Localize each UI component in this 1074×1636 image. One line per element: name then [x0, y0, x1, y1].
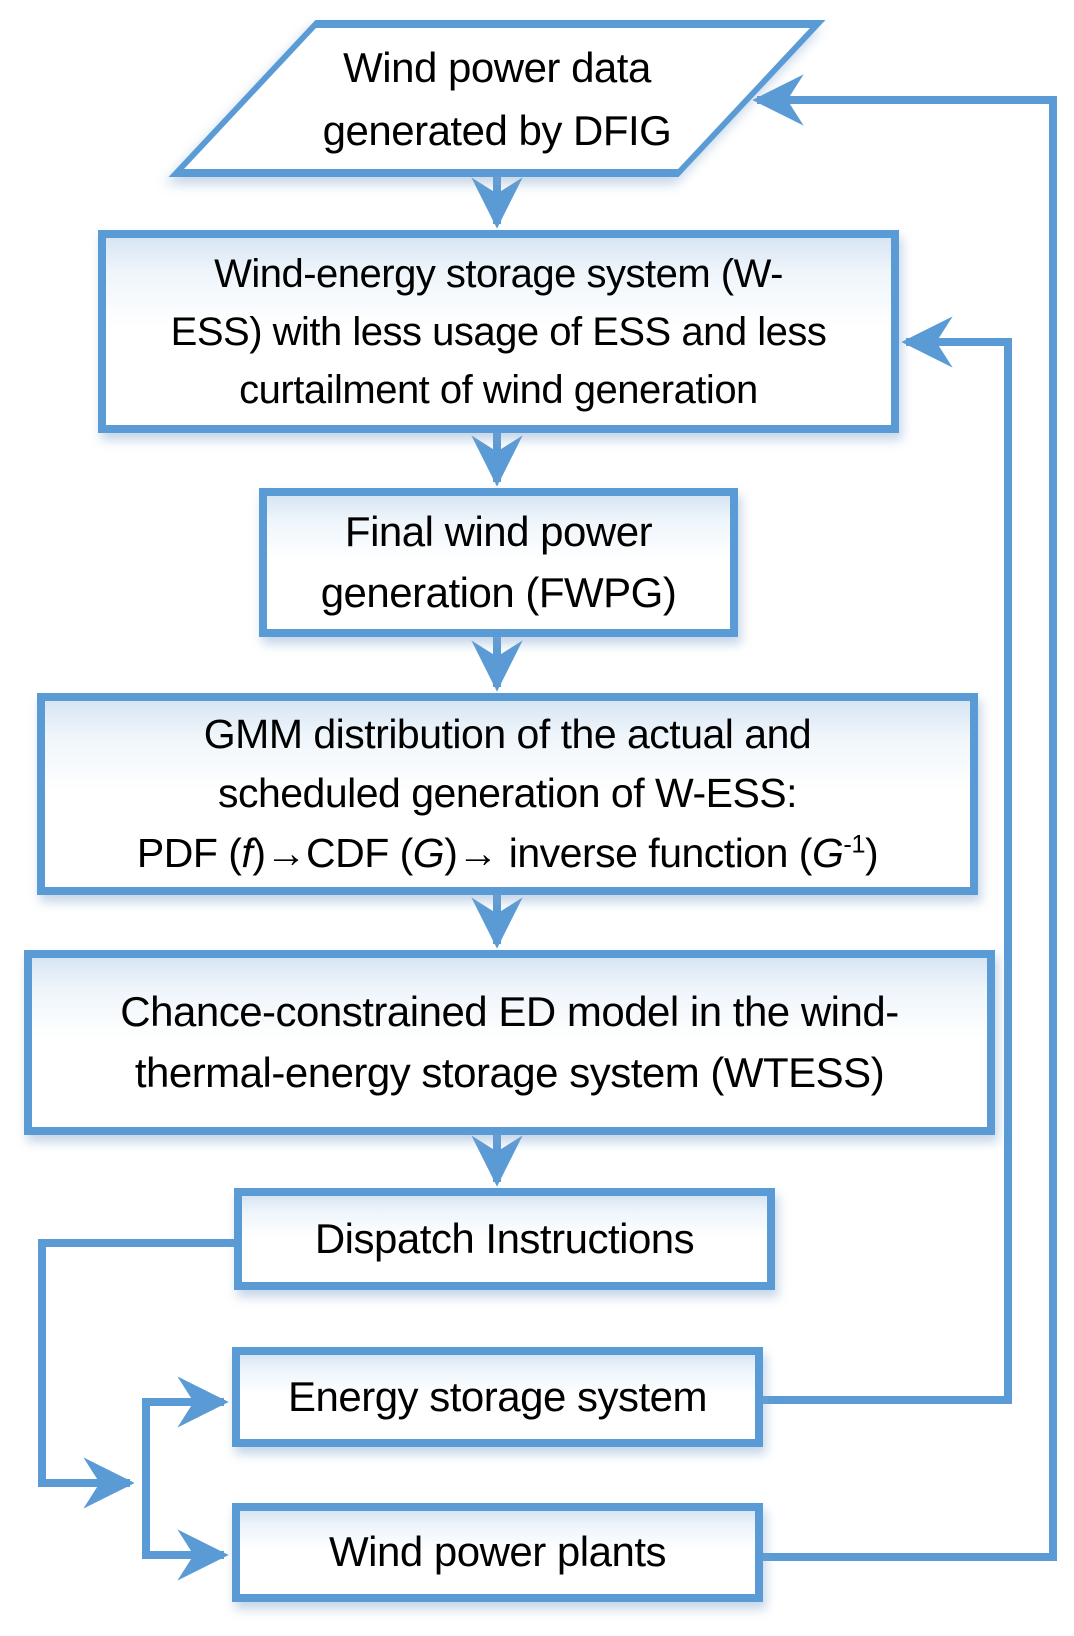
text-line: Dispatch Instructions: [314, 1214, 695, 1262]
text-line: Wind power data: [343, 43, 651, 91]
text-line: Wind power plants: [329, 1528, 667, 1576]
text-line: Final wind power: [344, 507, 653, 555]
text-line: Chance-constrained ED model in the wind-: [120, 987, 899, 1035]
text-line: generation (FWPG): [320, 568, 677, 616]
node-chance-constrained-ed: Chance-constrained ED model in the wind-…: [24, 950, 995, 1135]
text-line: generated by DFIG: [322, 106, 672, 154]
node-wind-power-plants: Wind power plants: [232, 1503, 763, 1602]
node-energy-storage-system: Energy storage system: [232, 1347, 763, 1447]
node-fwpg: Final wind power generation (FWPG): [259, 488, 738, 637]
text-line: GMM distribution of the actual and: [203, 710, 812, 757]
gmm-formula: PDF (f)→CDF (G)→ inverse function (G-1): [136, 829, 879, 876]
node-gmm-distribution: GMM distribution of the actual and sched…: [37, 693, 978, 895]
text-line: scheduled generation of W-ESS:: [217, 770, 798, 817]
node-wind-power-data-label: Wind power data generated by DFIG: [250, 28, 744, 169]
text-line: thermal-energy storage system (WTESS): [134, 1048, 885, 1096]
text-line: ESS) with less usage of ESS and less: [170, 309, 827, 354]
node-wind-power-data: Wind power data generated by DFIG: [168, 20, 826, 177]
arrow-split-to-wpp: [142, 1483, 229, 1581]
text-line: Wind-energy storage system (W-: [214, 251, 783, 296]
node-dispatch-instructions: Dispatch Instructions: [234, 1188, 775, 1290]
loop-dispatch-to-split: [38, 1239, 234, 1509]
arrow-split-to-ess: [142, 1376, 229, 1483]
text-line: Energy storage system: [287, 1372, 708, 1420]
node-wess: Wind-energy storage system (W- ESS) with…: [98, 230, 899, 433]
text-line: curtailment of wind generation: [239, 367, 758, 412]
